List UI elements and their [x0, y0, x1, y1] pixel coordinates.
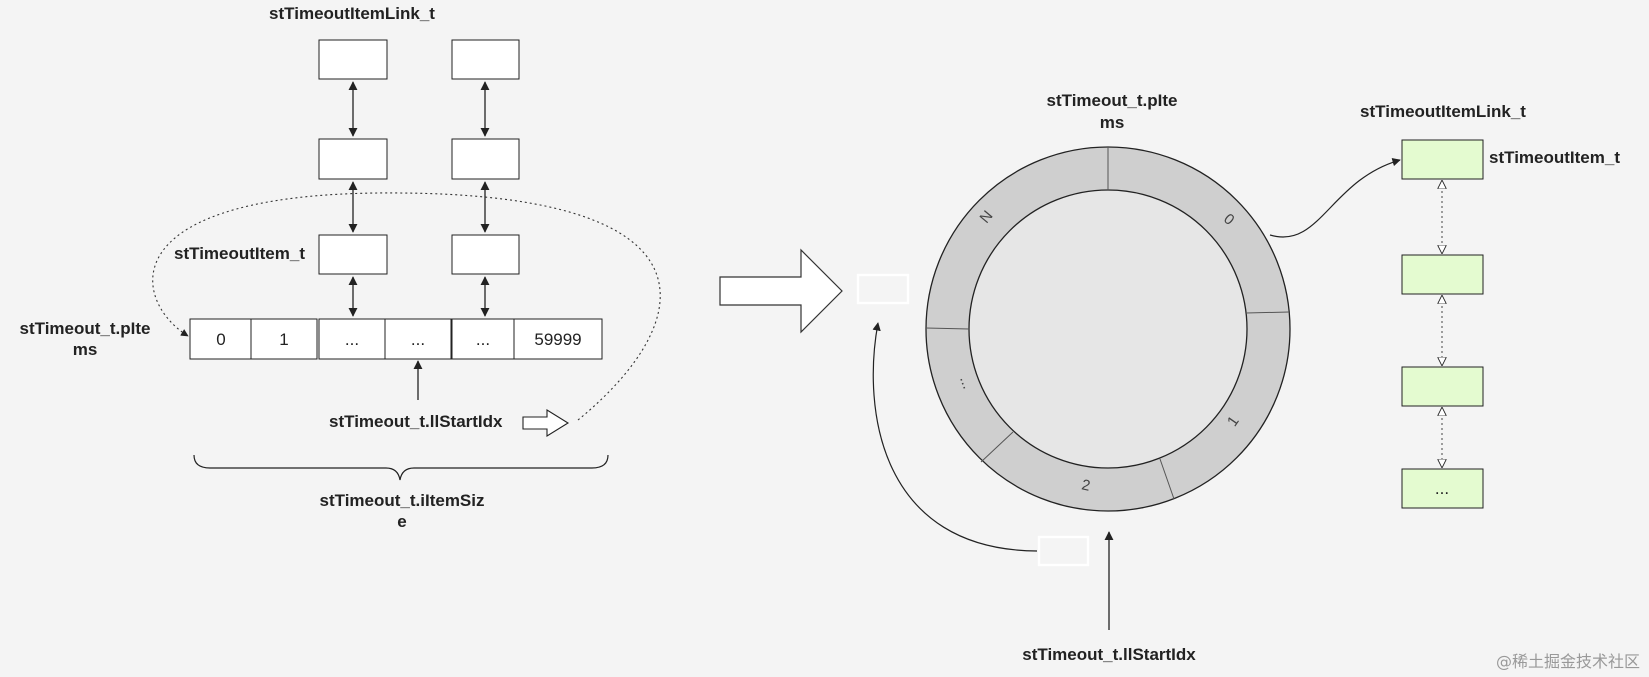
left-diagram: stTimeoutItemLink_t stTimeoutItem_t stTi…	[20, 4, 661, 531]
left-link-node-1c	[318, 234, 388, 275]
segment-to-list-curve	[1269, 158, 1401, 238]
array-cell	[250, 318, 318, 360]
array-cell-text: 1	[279, 330, 288, 349]
wrap-around-curve	[152, 192, 661, 421]
list-node-text: ...	[1435, 479, 1449, 498]
right-items-label-line2: ms	[1100, 113, 1125, 132]
left-item-label: stTimeoutItem_t	[174, 244, 305, 263]
size-brace	[193, 454, 609, 481]
list-node	[1401, 468, 1484, 509]
right-diagram: stTimeout_t.pIte ms 0 1 2 ... N stTimeou…	[856, 91, 1620, 664]
items-array: 0 1 ... ... ... 59999	[189, 318, 603, 360]
ring-inner	[968, 189, 1248, 469]
ring-to-box-curve	[872, 322, 1038, 552]
array-cell-text: ...	[411, 330, 425, 349]
left-link-node-2c	[451, 234, 520, 275]
list-node	[1401, 254, 1484, 295]
left-link-node-1a	[318, 39, 388, 80]
ring-divider	[1245, 311, 1290, 314]
left-items-label-line1: stTimeout_t.pIte	[20, 319, 151, 338]
list-node	[1401, 139, 1484, 180]
size-label-line1: stTimeout_t.iItemSiz	[320, 491, 485, 510]
right-item-label: stTimeoutItem_t	[1489, 148, 1620, 167]
left-items-label-line2: ms	[73, 340, 98, 359]
left-link-node-2b	[451, 138, 520, 180]
right-start-idx-label: stTimeout_t.llStartIdx	[1022, 645, 1196, 664]
array-cell	[451, 318, 515, 360]
right-link-title: stTimeoutItemLink_t	[1360, 102, 1526, 121]
size-label-line2: e	[397, 512, 406, 531]
list-node	[1401, 366, 1484, 407]
array-cell	[189, 318, 252, 360]
ring-divider	[980, 431, 1014, 463]
array-cell	[384, 318, 452, 360]
pointer-box	[856, 273, 910, 305]
array-cell	[513, 318, 603, 360]
ring-divider	[925, 327, 970, 330]
transform-arrow	[719, 248, 843, 334]
left-start-idx-label: stTimeout_t.llStartIdx	[329, 412, 503, 431]
array-cell-text: ...	[476, 330, 490, 349]
array-cell-text: 59999	[534, 330, 581, 349]
left-link-title: stTimeoutItemLink_t	[269, 4, 435, 23]
advance-hollow-arrow	[522, 409, 570, 437]
array-cell-text: ...	[345, 330, 359, 349]
ring-segment-label: ...	[956, 374, 976, 392]
left-link-node-1b	[318, 138, 388, 180]
right-items-label-line1: stTimeout_t.pIte	[1047, 91, 1178, 110]
pointer-box	[1037, 535, 1090, 567]
ring-divider	[1159, 458, 1175, 500]
array-cell-text: 0	[216, 330, 225, 349]
watermark: @稀土掘金技术社区	[1496, 652, 1640, 671]
ring-segment-label: 2	[1080, 476, 1092, 494]
left-link-node-2a	[451, 39, 520, 80]
